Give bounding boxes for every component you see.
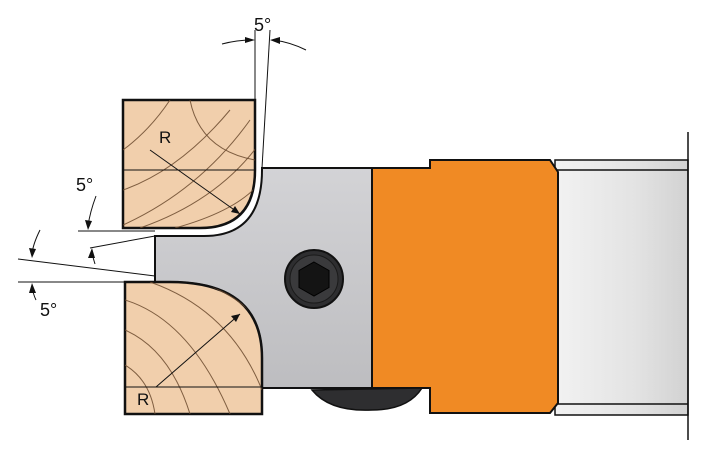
angle-label-top: 5° (254, 15, 271, 35)
wood-block-top (121, 98, 257, 230)
shaft (554, 132, 689, 440)
hex-screw (284, 249, 344, 309)
wood-block-bottom (123, 280, 264, 416)
angle-dimension-top (221, 29, 307, 169)
angle-label-left-upper: 5° (76, 175, 93, 195)
angle-label-left-lower: 5° (40, 300, 57, 320)
radius-label-bottom: R (137, 390, 149, 409)
blade-wedge (310, 387, 424, 411)
angle-dimension-left-lower (17, 229, 156, 301)
radius-label-top: R (159, 128, 171, 147)
angle-dimension-left-upper (78, 195, 156, 265)
cutter-body (371, 159, 559, 414)
